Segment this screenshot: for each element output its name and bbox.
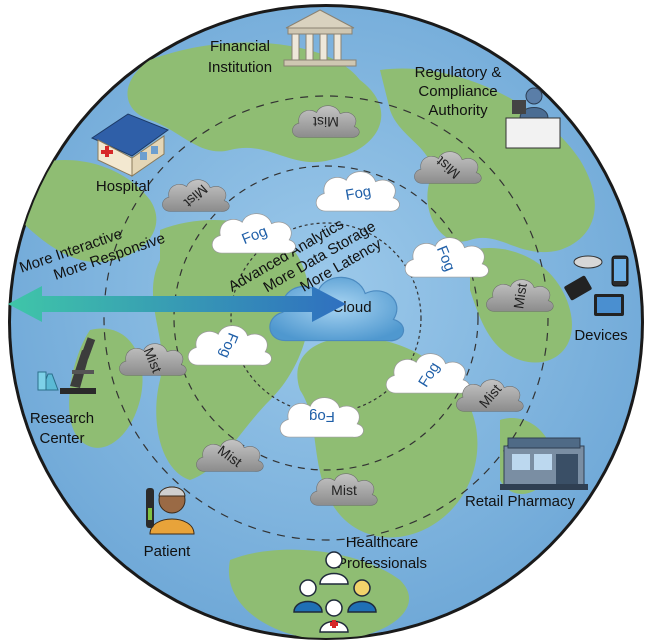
regulatory-line-2: Compliance [418, 83, 497, 100]
healthcare-line-2: Professionals [337, 555, 427, 572]
fog-cloud: Fog [187, 325, 272, 366]
devices: Devices [564, 255, 629, 344]
fog-label: Fog [344, 183, 372, 204]
devices-label: Devices [574, 327, 627, 344]
fog-cloud: Fog [211, 213, 296, 254]
fog-clouds: Fog Fog Fog Fog Fog Fog [187, 171, 489, 438]
fog-cloud: Fog [404, 237, 489, 278]
pharmacy-label: Retail Pharmacy [465, 493, 576, 510]
financial-line-1: Financial [210, 38, 270, 55]
healthcare-line-1: Healthcare [346, 534, 419, 551]
fog-cloud: Fog [279, 397, 364, 438]
fog-ring [173, 165, 479, 471]
hospital-icon [90, 113, 170, 177]
financial-line-2: Institution [208, 59, 272, 76]
regulatory-line-1: Regulatory & [415, 64, 502, 81]
devices-icon [564, 255, 629, 316]
hospital: Hospital [90, 113, 170, 195]
mist-cloud: Mist [414, 151, 482, 184]
patient-icon [146, 486, 195, 535]
mist-cloud: Mist [162, 179, 230, 212]
mist-label: Mist [331, 482, 357, 498]
mist-clouds: Mist Mist Mist Mist Mist Mist Mist Mist [119, 105, 554, 506]
research-line-2: Center [39, 430, 84, 447]
microscope-icon [37, 337, 96, 394]
hospital-label: Hospital [96, 178, 150, 195]
mist-ring [103, 95, 549, 541]
mist-cloud: Mist [119, 343, 187, 376]
cloud-ring [230, 222, 422, 414]
mist-label: Mist [510, 282, 529, 310]
fog-cloud: Fog [385, 353, 470, 394]
mist-label: Mist [313, 114, 339, 130]
research-center: Research Center [30, 337, 96, 447]
mist-cloud: Mist [292, 105, 360, 138]
regulatory-authority: Regulatory & Compliance Authority [415, 64, 561, 149]
mist-cloud: Mist [486, 279, 554, 312]
patient: Patient [144, 486, 195, 560]
financial-institution: Financial Institution [208, 9, 357, 76]
patient-label: Patient [144, 543, 192, 560]
research-line-1: Research [30, 410, 94, 427]
bank-icon [283, 9, 357, 67]
healthcare-professionals: Healthcare Professionals [293, 534, 427, 633]
tier-rings [103, 95, 549, 541]
fog-label: Fog [309, 408, 335, 425]
office-worker-icon [505, 87, 561, 149]
regulatory-line-3: Authority [428, 102, 488, 119]
medical-team-icon [293, 551, 377, 633]
pharmacy-store-icon [500, 437, 588, 490]
fog-cloud: Fog [315, 171, 400, 212]
mist-cloud: Mist [310, 473, 378, 506]
latency-arrow [8, 286, 346, 322]
mist-cloud: Mist [196, 439, 264, 472]
retail-pharmacy: Retail Pharmacy [465, 437, 588, 510]
